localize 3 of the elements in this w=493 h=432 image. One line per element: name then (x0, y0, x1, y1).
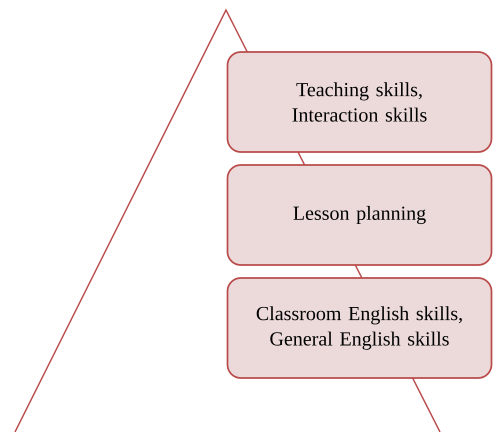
skill-box: Teaching skills, Interaction skills (226, 51, 492, 153)
skill-box: Lesson planning (226, 164, 492, 266)
skill-box: Classroom English skills, General English skills (226, 277, 492, 379)
